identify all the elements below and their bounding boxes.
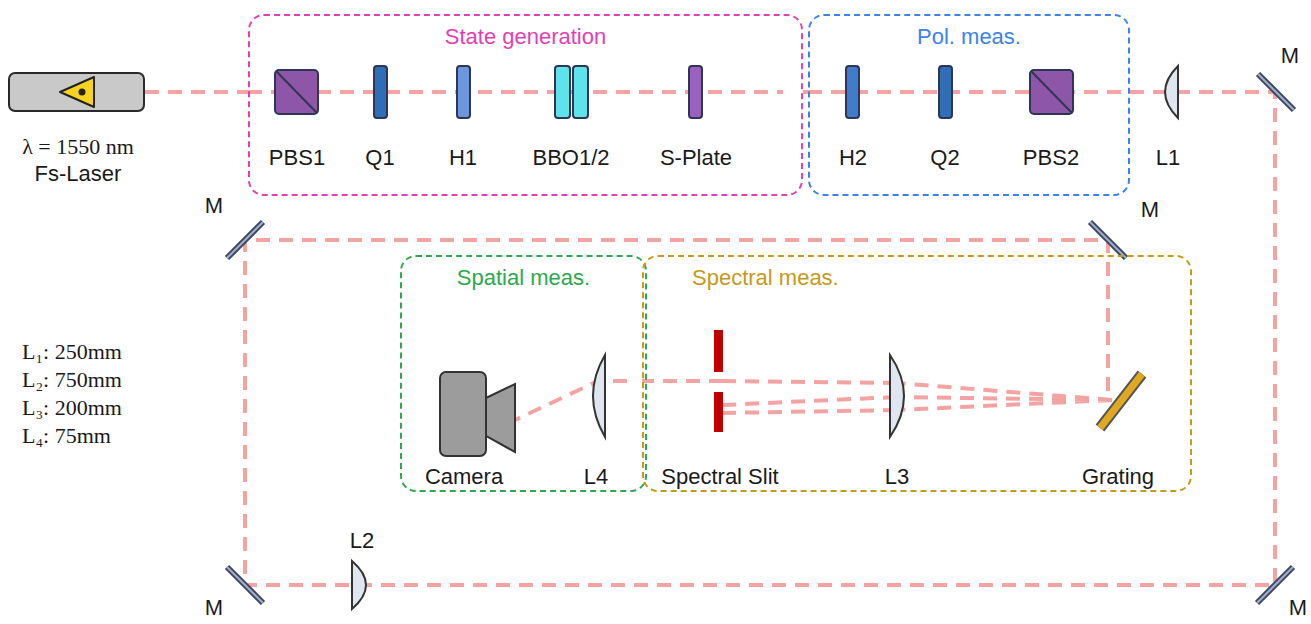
component-label-wrap: M — [205, 595, 223, 620]
mirror — [1258, 74, 1294, 110]
component-label-wrap: M — [1281, 43, 1299, 68]
mirror — [227, 222, 263, 258]
component-label: M — [205, 193, 223, 218]
mirror — [227, 567, 263, 603]
component-label-wrap: S-Plate — [660, 145, 732, 170]
component-label-wrap: H1 — [449, 145, 477, 170]
laser-box: λ = 1550 nmFs-Laser — [8, 72, 145, 112]
lens — [1165, 66, 1178, 118]
component-label: L2 — [350, 528, 374, 553]
group-box: Spatial meas. — [400, 255, 647, 492]
component-label-wrap: L2 — [350, 528, 374, 553]
lens-focal-length-wrap: L₄: 75mm — [22, 423, 111, 448]
quarter-wave-plate — [374, 66, 387, 118]
component-label: Camera — [425, 464, 503, 489]
component-label-wrap: Q1 — [365, 145, 394, 170]
group-title: Spatial meas. — [402, 265, 645, 291]
laser-icon — [10, 74, 143, 110]
laser-label-wrap: Fs-Laser — [35, 161, 122, 186]
pbs-cube — [275, 70, 318, 114]
laser-burst — [79, 89, 86, 96]
component-label-wrap: Spectral Slit — [661, 464, 778, 489]
component-label: M — [1281, 43, 1299, 68]
component-label: L1 — [1156, 145, 1180, 170]
component-label-wrap: L1 — [1156, 145, 1180, 170]
beam-connector — [145, 90, 248, 94]
mirror — [1090, 222, 1126, 258]
component-label: S-Plate — [660, 145, 732, 170]
half-wave-plate — [846, 66, 859, 118]
component-label-wrap: M — [1141, 197, 1159, 222]
lens-focal-length-wrap: L₁: 250mm — [22, 339, 122, 364]
mirror — [1258, 74, 1294, 110]
quarter-wave-plate — [939, 66, 952, 118]
mirror — [227, 567, 263, 603]
component-label-wrap: L3 — [885, 464, 909, 489]
half-wave-plate — [457, 66, 470, 118]
lens — [352, 561, 366, 609]
group-box: Spectral meas. — [642, 255, 1192, 492]
laser-label: λ = 1550 nm — [22, 134, 134, 159]
component-label: Grating — [1082, 464, 1154, 489]
component-label: L3 — [885, 464, 909, 489]
bbo-crystal — [555, 66, 570, 118]
laser-label-wrap: λ = 1550 nm — [22, 134, 134, 159]
component-label-wrap: Q2 — [930, 145, 959, 170]
component-label: H1 — [449, 145, 477, 170]
component-label: Q2 — [930, 145, 959, 170]
lens-focal-length-wrap: L₂: 750mm — [22, 367, 122, 392]
component-label-wrap: M — [1289, 595, 1307, 620]
component-label: Q1 — [365, 145, 394, 170]
component-label-wrap: PBS1 — [269, 145, 325, 170]
mirror — [1257, 567, 1293, 603]
component-label: Spectral Slit — [661, 464, 778, 489]
component-label-wrap: Camera — [425, 464, 503, 489]
component-label-wrap: Grating — [1082, 464, 1154, 489]
mirror — [1257, 567, 1293, 603]
lens-focal-length: L₂: 750mm — [22, 367, 122, 392]
group-title: Spectral meas. — [692, 265, 1190, 291]
group-title: State generation — [250, 24, 801, 50]
lens — [890, 355, 904, 437]
pbs-diagonal — [276, 71, 317, 113]
component-label: M — [1141, 197, 1159, 222]
pbs-cube — [1030, 70, 1073, 114]
component-label: PBS1 — [269, 145, 325, 170]
component-label: M — [1289, 595, 1307, 620]
component-label-wrap: H2 — [839, 145, 867, 170]
component-label: L4 — [584, 464, 608, 489]
slit-blade — [714, 392, 723, 432]
component-label: BBO1/2 — [532, 145, 609, 170]
grating — [1100, 374, 1142, 428]
pbs-diagonal — [1031, 71, 1072, 113]
slit-blade — [714, 330, 723, 372]
lens-focal-length: L₃: 200mm — [22, 395, 122, 420]
bbo-crystal — [573, 66, 588, 118]
lens — [593, 355, 605, 437]
camera-body — [440, 372, 486, 456]
laser-beam — [245, 92, 1275, 585]
component-label-wrap: M — [205, 193, 223, 218]
component-label: PBS2 — [1023, 145, 1079, 170]
component-label-wrap: L4 — [584, 464, 608, 489]
s-plate — [689, 66, 702, 118]
mirror — [1090, 222, 1126, 258]
lens-focal-length-wrap: L₃: 200mm — [22, 395, 122, 420]
lens-focal-length: L₁: 250mm — [22, 339, 122, 364]
camera-lens — [486, 384, 515, 452]
mirror — [227, 222, 263, 258]
laser-label: Fs-Laser — [35, 161, 122, 186]
grating — [1100, 374, 1142, 428]
component-label-wrap: BBO1/2 — [532, 145, 609, 170]
component-label: M — [205, 595, 223, 620]
laser-warning-sign — [60, 77, 94, 107]
lens-focal-length: L₄: 75mm — [22, 423, 111, 448]
component-label: H2 — [839, 145, 867, 170]
component-label-wrap: PBS2 — [1023, 145, 1079, 170]
group-title: Pol. meas. — [810, 24, 1128, 50]
